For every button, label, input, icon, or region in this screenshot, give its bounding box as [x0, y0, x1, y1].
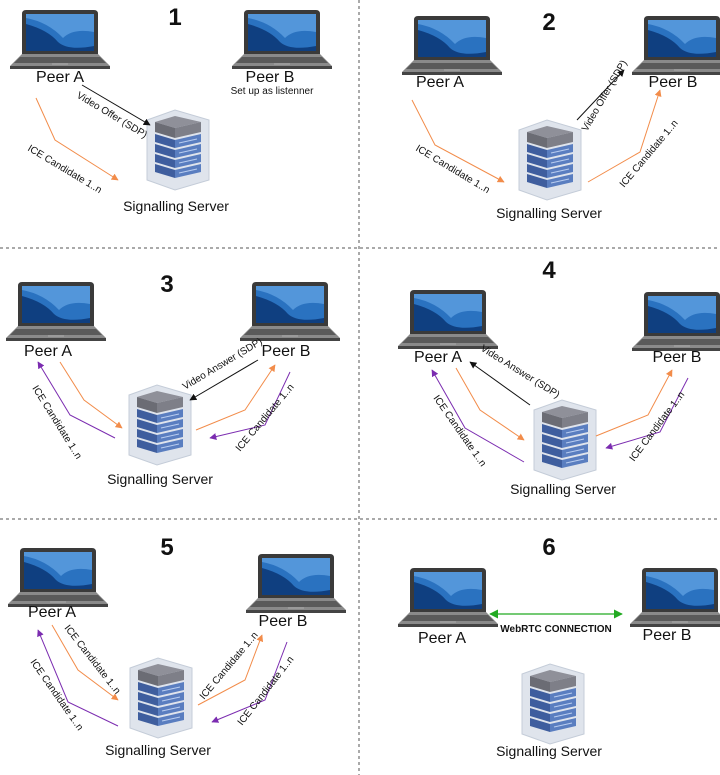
- peer-b-label: Peer B: [262, 343, 311, 360]
- peer-a-label: Peer A: [414, 349, 462, 366]
- server-icon: [521, 663, 585, 745]
- panel-number: 5: [160, 534, 173, 561]
- panel-4: 4 Peer A Peer B Signalling Server Video …: [398, 257, 720, 497]
- sdp-offer-label: Video Offer (SDP): [74, 90, 148, 141]
- peer-a-label: Peer A: [36, 69, 84, 86]
- peer-b-label: Peer B: [246, 69, 295, 86]
- peer-a-label: Peer A: [24, 343, 72, 360]
- panel-3: 3 Peer A Peer B Signalling Server Video …: [6, 271, 340, 487]
- server-icon: [146, 109, 210, 191]
- server-icon: [129, 657, 193, 739]
- panel-1: 1 Peer A Peer B Set up as listenner Sign…: [10, 4, 332, 214]
- ice-a-to-server-arrow: [35, 97, 119, 181]
- ice-b-to-server-label: ICE Candidate 1..n: [236, 654, 297, 727]
- peer-a-laptop-icon: [8, 548, 108, 607]
- sdp-answer-arrow: [469, 361, 531, 406]
- server-label: Signalling Server: [123, 198, 229, 214]
- server-label: Signalling Server: [107, 471, 213, 487]
- sdp-answer-label: Video Answer (SDP): [478, 343, 561, 401]
- sdp-offer-arrow: [81, 84, 151, 126]
- ice-a-to-server-arrow: [455, 367, 525, 441]
- ice-a-to-server-arrow: [411, 99, 505, 183]
- ice-a-to-server-arrow: [59, 361, 123, 429]
- ice-b-to-server-arrow: [211, 641, 288, 723]
- peer-b-laptop-icon: [246, 554, 346, 613]
- ice-b-to-server-arrow: [209, 371, 291, 440]
- server-icon: [128, 384, 192, 466]
- ice-server-to-a-arrow: [37, 361, 116, 439]
- sdp-offer-label: Video Offer (SDP): [580, 59, 630, 134]
- ice-b-to-server-arrow: [605, 377, 689, 450]
- panel-6: 6 Peer A Peer B WebRTC CONNECTION Signal…: [398, 534, 720, 759]
- peer-b-laptop-icon: [630, 568, 720, 627]
- server-label: Signalling Server: [510, 481, 616, 497]
- panel-number: 4: [542, 257, 556, 284]
- server-icon: [533, 399, 597, 481]
- ice-server-to-b-arrow: [595, 369, 673, 437]
- ice-server-to-b-arrow: [197, 634, 264, 706]
- server-label: Signalling Server: [105, 742, 211, 758]
- panel-2: 2 Peer A Peer B Signalling Server Video …: [402, 9, 720, 221]
- ice-server-to-b-arrow: [195, 364, 276, 431]
- ice-a-to-server-label: ICE Candidate 1..n: [62, 623, 123, 696]
- ice-server-to-b-arrow: [587, 89, 662, 183]
- peer-b-laptop-icon: [240, 282, 340, 341]
- ice-server-to-a-label: ICE Candidate 1..n: [431, 393, 488, 469]
- ice-server-to-a-label: ICE Candidate 1..n: [29, 384, 83, 461]
- peer-a-label: Peer A: [416, 74, 464, 91]
- peer-a-label: Peer A: [28, 604, 76, 621]
- peer-b-laptop-icon: [232, 10, 332, 69]
- server-icon: [518, 119, 582, 201]
- ice-a-to-server-label: ICE Candidate 1..n: [25, 143, 103, 196]
- peer-b-label: Peer B: [259, 613, 308, 630]
- ice-server-to-a-arrow: [431, 369, 525, 463]
- sdp-answer-label: Video Answer (SDP): [181, 336, 265, 392]
- ice-b-to-server-label: ICE Candidate 1..n: [628, 390, 688, 464]
- peer-b-label: Peer B: [653, 349, 702, 366]
- peer-a-laptop-icon: [10, 10, 110, 69]
- server-label: Signalling Server: [496, 743, 602, 759]
- panel-5: 5 Peer A Peer B Signalling Server ICE Ca…: [8, 534, 346, 758]
- server-label: Signalling Server: [496, 205, 602, 221]
- ice-server-to-a-arrow: [37, 629, 119, 727]
- peer-b-note: Set up as listenner: [231, 86, 314, 97]
- panel-number: 1: [168, 4, 181, 31]
- peer-a-laptop-icon: [402, 16, 502, 75]
- peer-a-label: Peer A: [418, 630, 466, 647]
- peer-b-laptop-icon: [632, 292, 720, 351]
- ice-b-to-server-label: ICE Candidate 1..n: [234, 382, 297, 454]
- peer-b-laptop-icon: [632, 16, 720, 75]
- peer-b-label: Peer B: [643, 627, 692, 644]
- ice-server-to-b-label: ICE Candidate 1..n: [198, 630, 261, 702]
- peer-a-laptop-icon: [6, 282, 106, 341]
- ice-server-to-a-label: ICE Candidate 1..n: [28, 657, 85, 733]
- webrtc-connection-label: WebRTC CONNECTION: [500, 624, 611, 635]
- peer-b-label: Peer B: [649, 74, 698, 91]
- panel-number: 3: [160, 271, 173, 298]
- panel-number: 6: [542, 534, 555, 561]
- ice-a-to-server-arrow: [51, 624, 119, 701]
- peer-a-laptop-icon: [398, 290, 498, 349]
- sdp-offer-arrow: [576, 69, 625, 121]
- panel-number: 2: [542, 9, 555, 36]
- ice-a-to-server-label: ICE Candidate 1..n: [413, 143, 491, 196]
- sdp-answer-arrow: [189, 359, 259, 401]
- peer-a-laptop-icon: [398, 568, 498, 627]
- ice-server-to-b-label: ICE Candidate 1..n: [618, 118, 681, 190]
